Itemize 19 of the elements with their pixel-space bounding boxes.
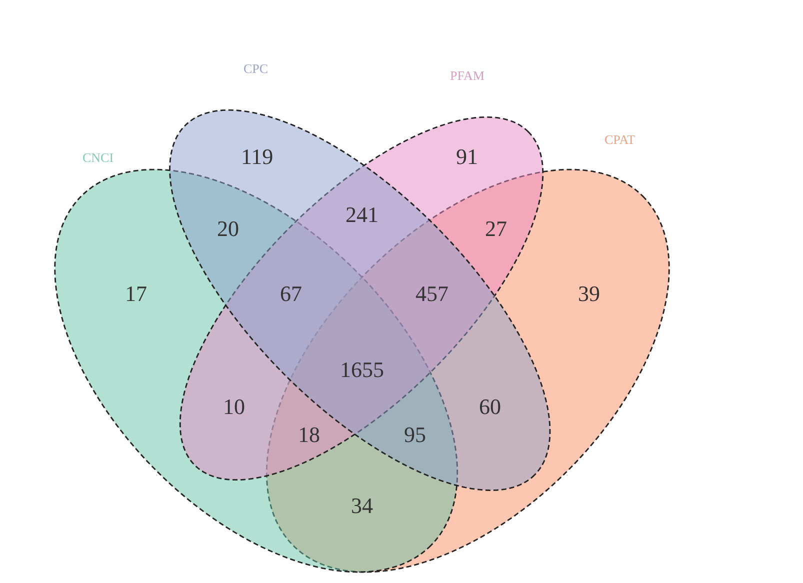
region-count: 241: [346, 204, 378, 226]
region-count: 39: [578, 283, 600, 305]
region-count: 27: [485, 218, 507, 240]
region-count: 67: [280, 283, 302, 305]
region-count: 119: [241, 146, 274, 168]
set-label: CPC: [244, 62, 268, 74]
region-count: 18: [298, 424, 320, 446]
region-count: 34: [351, 495, 373, 517]
set-label: CPAT: [604, 132, 636, 146]
set-label: CNCI: [82, 150, 114, 164]
region-count: 60: [479, 396, 501, 418]
region-count: 91: [456, 146, 478, 168]
region-count: 457: [416, 283, 448, 305]
set-label: PFAM: [450, 68, 484, 82]
region-count: 17: [125, 283, 147, 305]
region-count: 20: [217, 218, 239, 240]
region-count: 10: [223, 396, 245, 418]
region-count: 95: [404, 424, 426, 446]
region-count: 1655: [340, 359, 384, 381]
